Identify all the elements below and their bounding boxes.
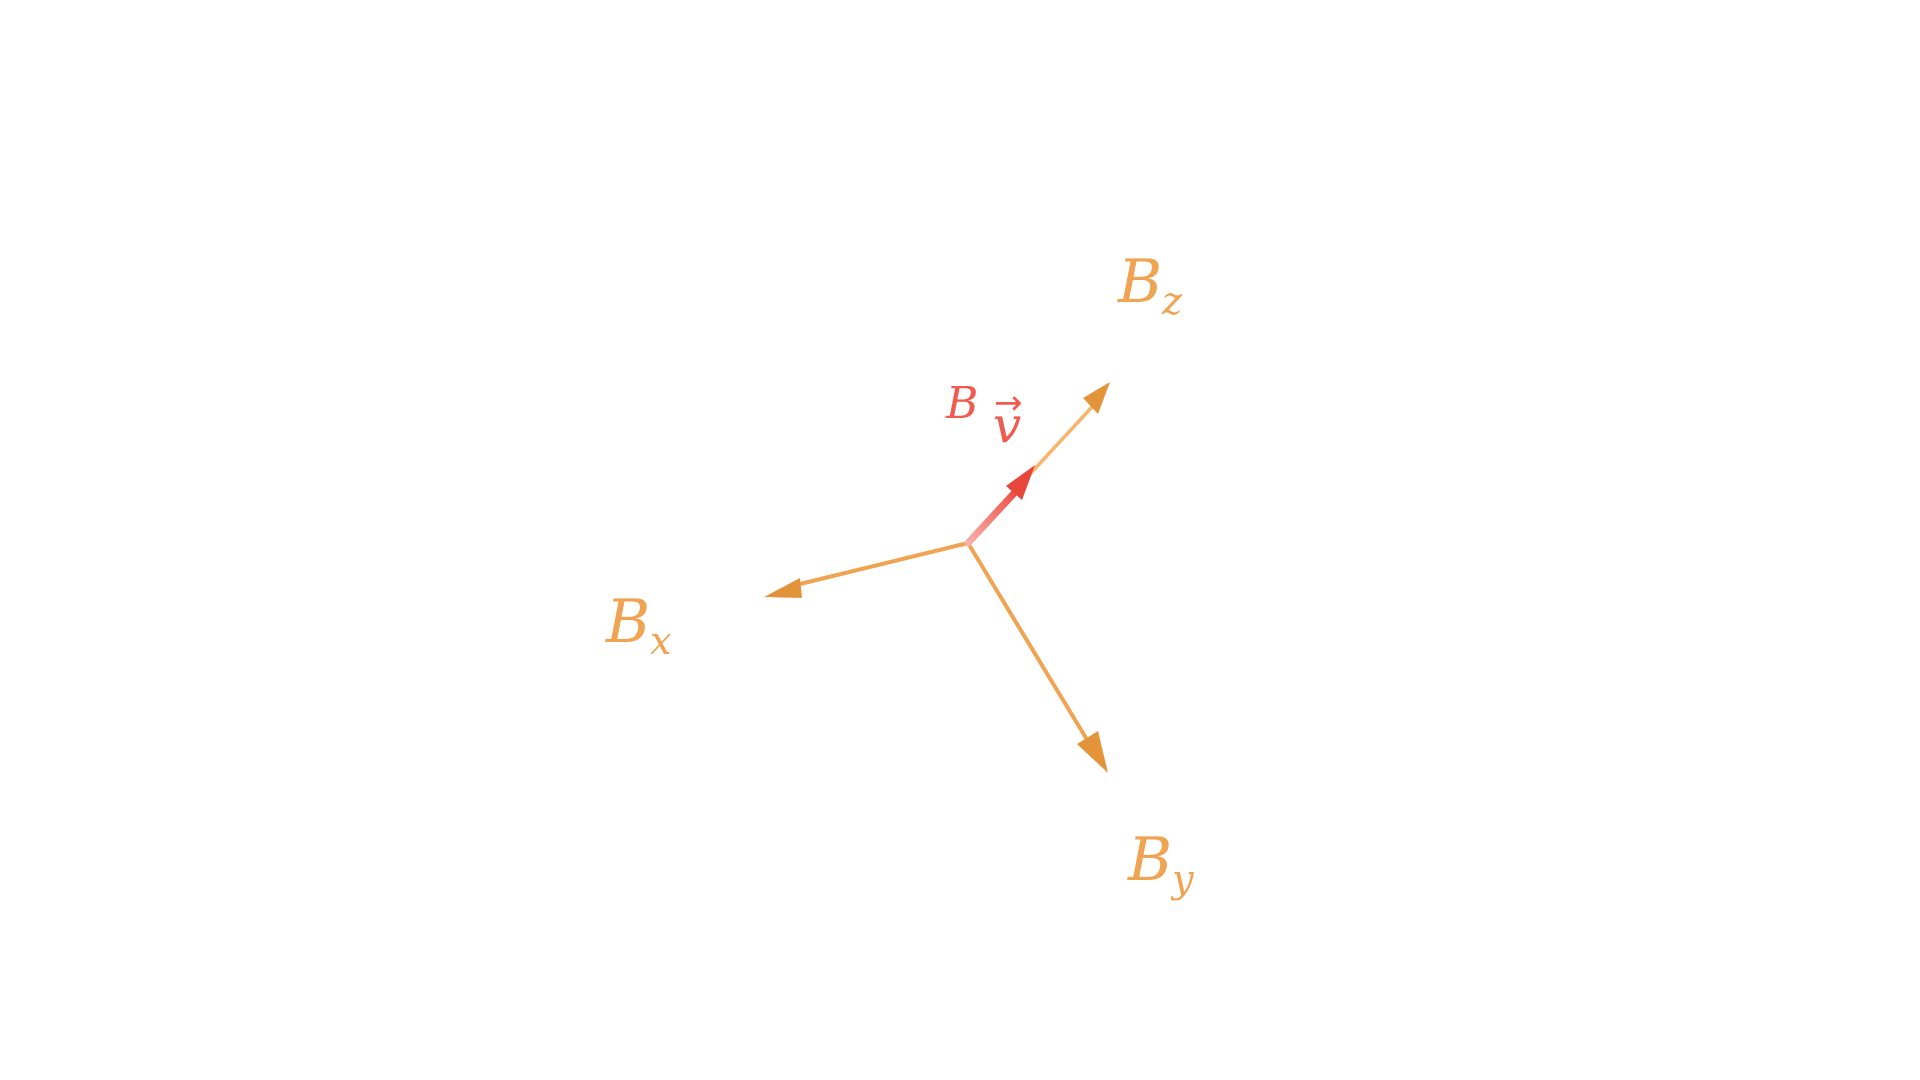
axis-by-arrowhead <box>1077 731 1108 773</box>
label-bz: Bz <box>1117 247 1183 323</box>
label-by: By <box>1127 825 1194 901</box>
label-bv-base: B <box>945 378 978 429</box>
vector-arrow-accent: → <box>994 383 1023 423</box>
label-bx: Bx <box>605 587 672 663</box>
vector-bv-arrowhead <box>1006 465 1035 500</box>
axis-bx-arrowhead <box>764 578 802 598</box>
axis-bz-shaft <box>1028 405 1094 476</box>
label-bv-sub: v <box>993 396 1021 454</box>
label-bv: B v → <box>945 378 1023 454</box>
axis-by <box>966 541 1108 773</box>
axis-by-shaft <box>966 541 1088 740</box>
vector-bv-shaft <box>964 485 1022 547</box>
axis-bx-shaft <box>798 541 970 586</box>
axis-bz-arrowhead <box>1083 382 1110 414</box>
vector-bv <box>964 465 1035 547</box>
axis-bx <box>764 541 970 598</box>
axis-bz <box>1028 382 1110 476</box>
